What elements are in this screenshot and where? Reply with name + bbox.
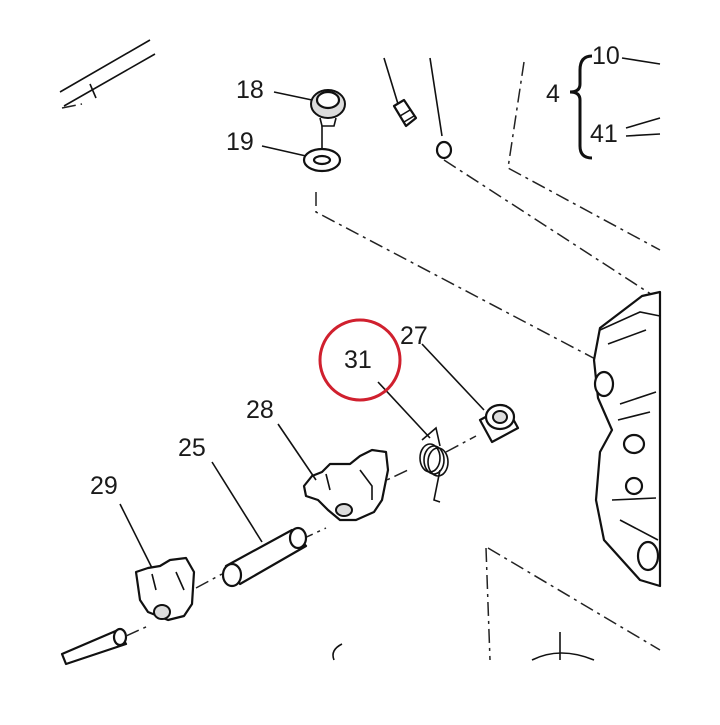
part-27-bushing [478, 403, 520, 444]
label-19: 19 [226, 128, 254, 156]
part-25-pin [221, 526, 308, 588]
bottom-partial-parts [332, 632, 595, 661]
label-29: 29 [90, 472, 118, 500]
screw-and-ring [383, 57, 453, 160]
label-10: 10 [592, 42, 620, 70]
highlight-circle [318, 318, 402, 402]
label-31: 31 [344, 346, 372, 374]
label-41: 41 [590, 120, 618, 148]
group-brace [569, 54, 593, 160]
label-28: 28 [246, 396, 274, 424]
top-left-shaft [59, 39, 156, 107]
part-31-spring [419, 426, 449, 503]
part-18-nut [310, 89, 346, 127]
housing-assembly [592, 290, 662, 588]
label-4: 4 [546, 80, 560, 108]
leader-lines [119, 57, 661, 569]
label-25: 25 [178, 434, 206, 462]
label-27: 27 [400, 322, 428, 350]
label-18: 18 [236, 76, 264, 104]
part-28-lever [302, 448, 390, 522]
bottom-left-shaft [60, 625, 149, 666]
part-19-washer [302, 126, 342, 173]
part-29-lever [134, 556, 196, 622]
